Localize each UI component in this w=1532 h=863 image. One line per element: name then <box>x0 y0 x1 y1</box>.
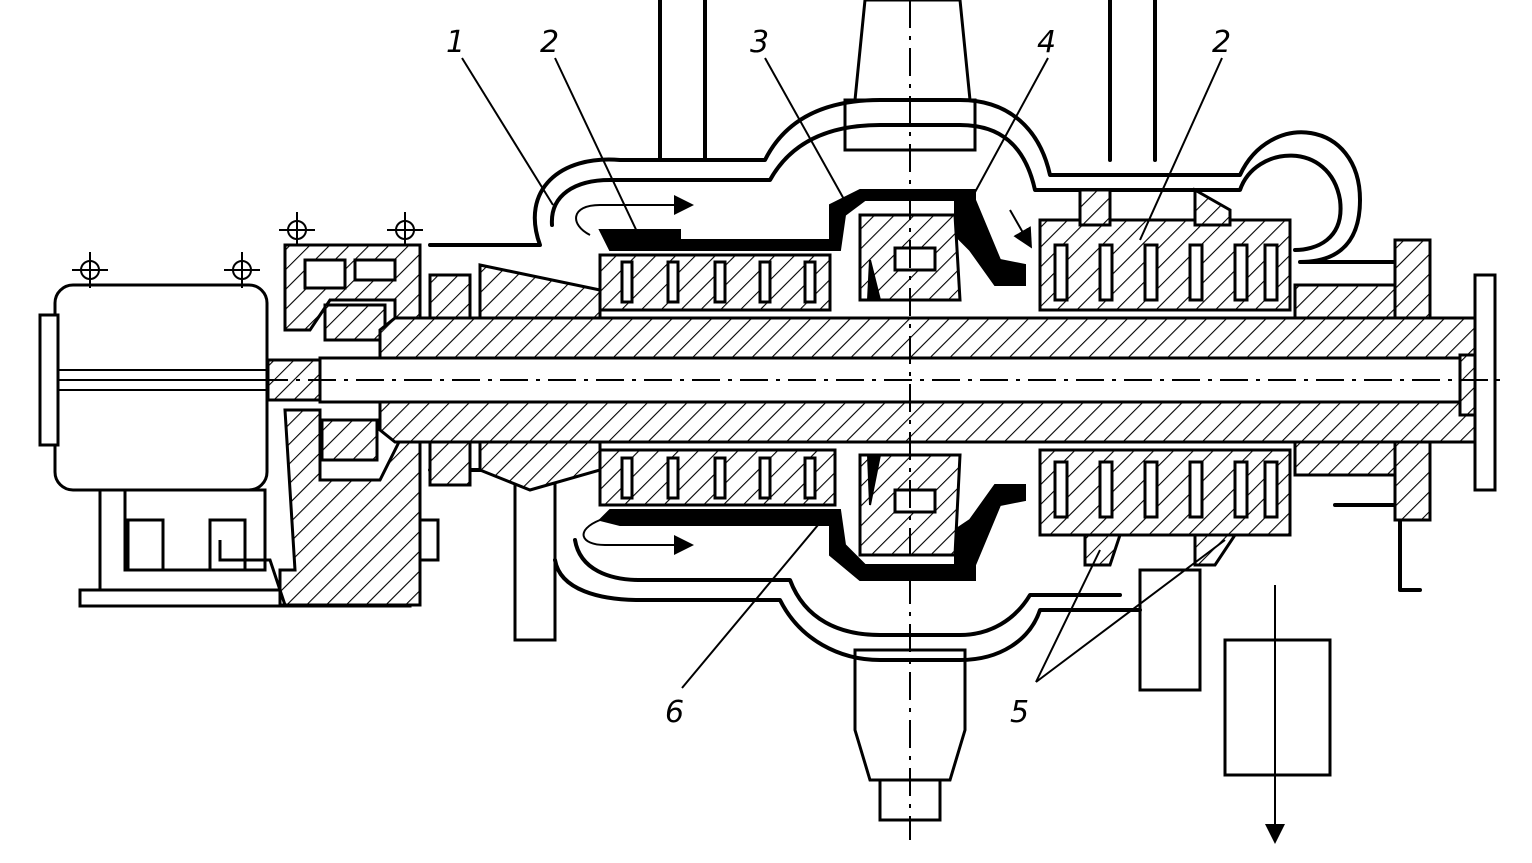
right-impeller-stack <box>1038 187 1292 567</box>
callout-6: 6 <box>665 695 684 730</box>
pump-casing <box>428 98 1422 662</box>
callout-labels: 1 2 3 4 2 5 6 <box>446 25 1231 730</box>
coupling-housing <box>218 243 440 607</box>
callout-2-left: 2 <box>540 25 559 60</box>
motor-body <box>53 283 269 492</box>
callout-5: 5 <box>1010 695 1029 730</box>
callout-2-right: 2 <box>1212 25 1231 60</box>
leader-lines <box>461 57 1226 689</box>
flow-arrow-icon <box>582 519 694 555</box>
lifting-eye-icon <box>72 212 423 288</box>
left-seal-assembly <box>428 263 602 492</box>
motor-end-cap <box>38 313 60 447</box>
right-seal-assembly <box>1293 238 1432 522</box>
callout-4: 4 <box>1037 25 1056 60</box>
flow-arrows <box>575 195 1285 844</box>
vertical-pipes <box>513 0 1332 822</box>
callout-3: 3 <box>750 25 769 60</box>
left-impeller-stack <box>598 189 1026 581</box>
flow-arrow-icon <box>1009 209 1032 249</box>
pump-shaft <box>260 273 1500 492</box>
callout-1: 1 <box>446 25 465 60</box>
flow-arrow-icon <box>575 195 694 236</box>
